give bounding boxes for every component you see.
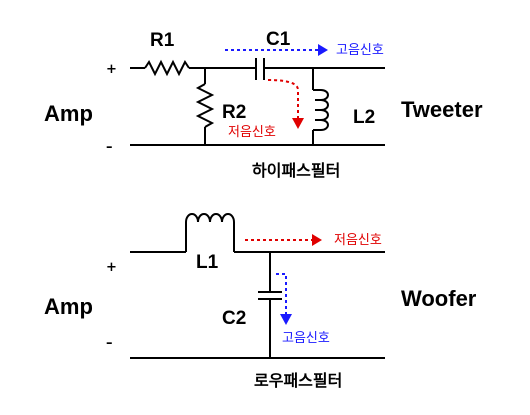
hp-high-signal-arrowhead bbox=[318, 44, 328, 56]
label-woofer: Woofer bbox=[401, 286, 477, 311]
label-r2: R2 bbox=[222, 102, 246, 123]
label-r1: R1 bbox=[150, 30, 175, 51]
low-pass-circuit: L1 C2 Amp + – Woofer 저음신호 고음신호 로우패스필터 bbox=[44, 213, 477, 390]
caption-low-pass: 로우패스필터 bbox=[254, 371, 342, 390]
resistor-r1 bbox=[144, 59, 190, 77]
label-minus-bottom: – bbox=[106, 336, 113, 351]
label-amp-top: Amp bbox=[44, 101, 93, 126]
label-c2: C2 bbox=[222, 308, 246, 329]
label-amp-bottom: Amp bbox=[44, 294, 93, 319]
lp-high-signal-arrowhead bbox=[280, 314, 292, 325]
label-plus-bottom: + bbox=[106, 260, 117, 275]
inductor-l1 bbox=[185, 213, 235, 252]
label-minus-top: – bbox=[106, 140, 113, 155]
lp-low-signal-arrowhead bbox=[312, 234, 322, 246]
label-l2: L2 bbox=[353, 107, 375, 128]
label-lp-low-signal: 저음신호 bbox=[334, 233, 382, 248]
label-hp-high-signal: 고음신호 bbox=[336, 43, 384, 58]
label-tweeter: Tweeter bbox=[401, 97, 483, 122]
high-pass-circuit: R1 C1 R2 L2 Amp + – Tweeter 고음신호 저음신호 하이… bbox=[44, 29, 483, 180]
label-plus-top: + bbox=[106, 62, 117, 77]
hp-low-signal-arrow bbox=[267, 79, 299, 118]
label-hp-low-signal: 저음신호 bbox=[228, 125, 276, 140]
lp-high-signal-arrow bbox=[276, 273, 287, 314]
label-l1: L1 bbox=[196, 252, 219, 273]
label-c1: C1 bbox=[266, 29, 291, 50]
resistor-r2 bbox=[195, 83, 215, 128]
caption-high-pass: 하이패스필터 bbox=[252, 161, 340, 180]
hp-low-signal-arrowhead bbox=[292, 118, 304, 129]
inductor-l2 bbox=[313, 89, 329, 131]
label-lp-high-signal: 고음신호 bbox=[282, 331, 330, 346]
